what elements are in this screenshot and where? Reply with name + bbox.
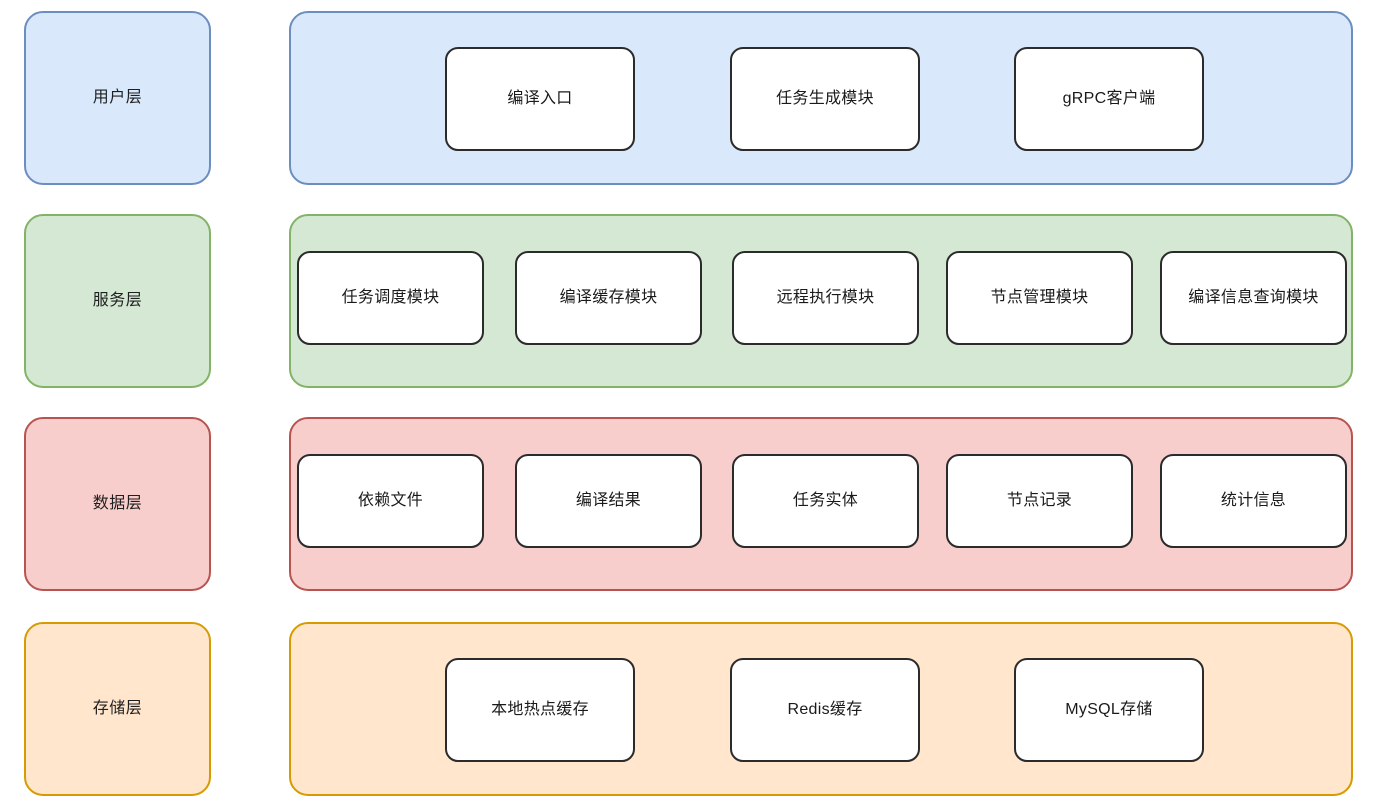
node-statistics-info[interactable]: 统计信息 (1160, 454, 1347, 548)
node-label: 任务调度模块 (341, 289, 440, 306)
layer-label-data-layer[interactable]: 数据层 (24, 417, 211, 591)
node-label: 编译入口 (507, 90, 573, 107)
node-redis-cache[interactable]: Redis缓存 (730, 658, 920, 762)
layer-row-data: 数据层 依赖文件 编译结果 任务实体 节点记录 统计信息 (0, 417, 1379, 591)
layer-label-text: 用户层 (92, 89, 143, 107)
layer-container-service-layer: 任务调度模块 编译缓存模块 远程执行模块 节点管理模块 编译信息查询模块 (289, 214, 1353, 388)
node-label: 统计信息 (1220, 492, 1287, 509)
node-label: 编译结果 (575, 492, 642, 509)
node-local-hotspot-cache[interactable]: 本地热点缓存 (445, 658, 635, 762)
layer-row-storage: 存储层 本地热点缓存 Redis缓存 MySQL存储 (0, 622, 1379, 796)
node-label: 节点记录 (1006, 492, 1073, 509)
node-compile-info-query-module[interactable]: 编译信息查询模块 (1160, 251, 1347, 345)
node-label: MySQL存储 (1065, 701, 1153, 718)
layer-container-data-layer: 依赖文件 编译结果 任务实体 节点记录 统计信息 (289, 417, 1353, 591)
layer-label-storage-layer[interactable]: 存储层 (24, 622, 211, 796)
node-compile-result[interactable]: 编译结果 (515, 454, 702, 548)
layer-label-text: 服务层 (92, 292, 143, 310)
node-remote-execution-module[interactable]: 远程执行模块 (732, 251, 919, 345)
layer-container-storage-layer: 本地热点缓存 Redis缓存 MySQL存储 (289, 622, 1353, 796)
layer-label-user-layer[interactable]: 用户层 (24, 11, 211, 185)
layer-label-text: 存储层 (92, 700, 143, 718)
node-node-management-module[interactable]: 节点管理模块 (946, 251, 1133, 345)
node-label: 编译信息查询模块 (1188, 289, 1319, 306)
layer-label-service-layer[interactable]: 服务层 (24, 214, 211, 388)
node-task-entity[interactable]: 任务实体 (732, 454, 919, 548)
node-grpc-client[interactable]: gRPC客户端 (1014, 47, 1204, 151)
node-dependency-files[interactable]: 依赖文件 (297, 454, 484, 548)
layer-row-user: 用户层 编译入口 任务生成模块 gRPC客户端 (0, 11, 1379, 185)
node-label: 节点管理模块 (990, 289, 1089, 306)
node-label: gRPC客户端 (1062, 90, 1156, 107)
node-label: 编译缓存模块 (559, 289, 658, 306)
layer-row-service: 服务层 任务调度模块 编译缓存模块 远程执行模块 节点管理模块 编译信息查询模块 (0, 214, 1379, 388)
node-label: Redis缓存 (787, 701, 863, 718)
node-label: 远程执行模块 (776, 289, 875, 306)
layer-container-user-layer: 编译入口 任务生成模块 gRPC客户端 (289, 11, 1353, 185)
node-label: 任务生成模块 (776, 90, 874, 107)
node-node-record[interactable]: 节点记录 (946, 454, 1133, 548)
node-compile-cache-module[interactable]: 编译缓存模块 (515, 251, 702, 345)
node-label: 依赖文件 (357, 492, 424, 509)
node-mysql-storage[interactable]: MySQL存储 (1014, 658, 1204, 762)
node-compile-entry[interactable]: 编译入口 (445, 47, 635, 151)
node-task-generation-module[interactable]: 任务生成模块 (730, 47, 920, 151)
node-label: 本地热点缓存 (491, 701, 589, 718)
node-label: 任务实体 (792, 492, 859, 509)
layer-label-text: 数据层 (92, 495, 143, 513)
node-task-scheduling-module[interactable]: 任务调度模块 (297, 251, 484, 345)
